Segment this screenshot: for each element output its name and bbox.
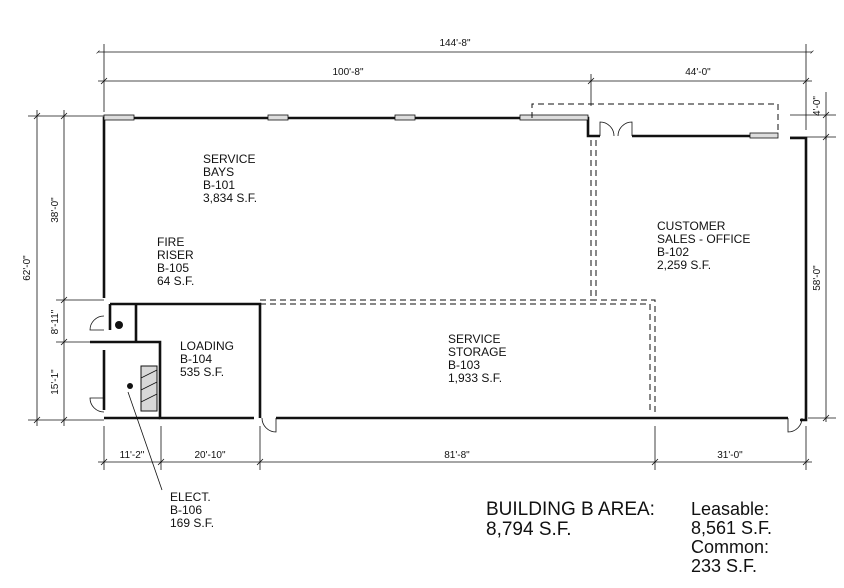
elect-leader-line: [127, 391, 163, 491]
room-label-fire-riser: FIRE RISER B-105 64 S.F.: [157, 235, 197, 288]
leasable-label: Leasable:: [691, 499, 770, 519]
dim-bottom-1: 11'-2": [120, 450, 145, 461]
room-label-customer-office: CUSTOMER SALES - OFFICE B-102 2,259 S.F.: [657, 219, 754, 272]
dim-left-mid-height: 8'-11": [50, 309, 61, 334]
room-label-service-bays: SERVICE BAYS B-101 3,834 S.F.: [203, 152, 259, 205]
dim-left-segment: 100'-8": [332, 67, 363, 78]
dimension-lines: [28, 44, 836, 470]
leasable-value: 8,561 S.F.: [691, 518, 773, 538]
room-label-service-storage: SERVICE STORAGE B-103 1,933 S.F.: [448, 332, 510, 385]
building-area-value: 8,794 S.F.: [486, 519, 572, 540]
dim-left-overall-height: 62'-0": [22, 255, 33, 281]
dim-right-offset: 4'-0": [812, 96, 823, 116]
dim-right-height: 58'-0": [812, 265, 823, 291]
room-label-elect: ELECT. B-106 169 S.F.: [170, 490, 214, 530]
building-area-label: BUILDING B AREA:: [486, 499, 655, 520]
building-area-summary: BUILDING B AREA: 8,794 S.F.: [486, 500, 655, 540]
dashed-lease-lines: [260, 103, 779, 414]
common-label: Common:: [691, 537, 770, 557]
leasable-common-summary: Leasable: 8,561 S.F. Common: 233 S.F.: [691, 500, 772, 576]
dimension-labels: 144'-8" 100'-8" 44'-0" 4'-0" 58'-0" 62'-…: [22, 38, 823, 461]
dim-left-upper-height: 38'-0": [50, 197, 61, 223]
dim-left-lower-height: 15'-1": [50, 369, 61, 395]
dim-bottom-2: 20'-10": [194, 450, 225, 461]
common-value: 233 S.F.: [691, 556, 758, 576]
dim-right-segment: 44'-0": [685, 67, 711, 78]
dim-bottom-3: 81'-8": [444, 450, 470, 461]
dim-bottom-4: 31'-0": [717, 450, 743, 461]
room-label-loading: LOADING B-104 535 S.F.: [180, 339, 237, 379]
dim-overall-width: 144'-8": [439, 38, 470, 49]
